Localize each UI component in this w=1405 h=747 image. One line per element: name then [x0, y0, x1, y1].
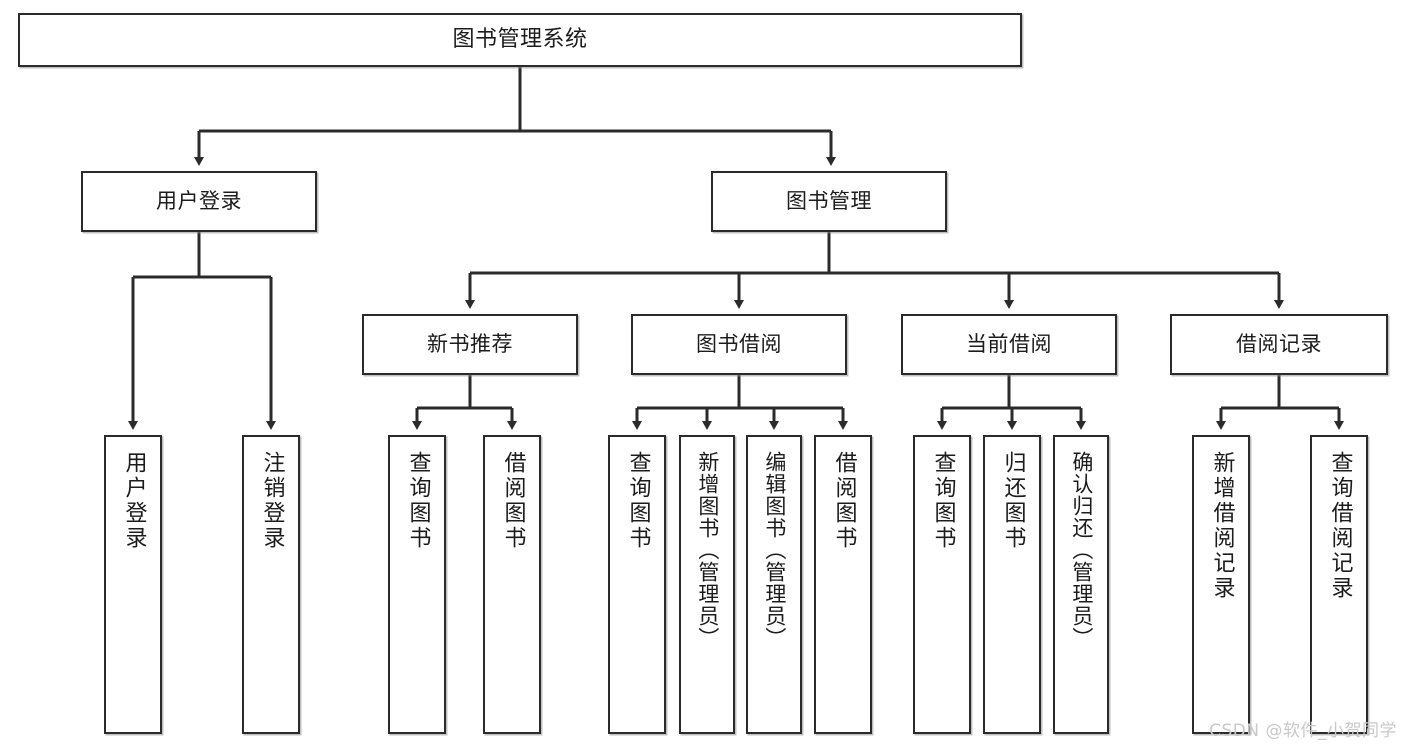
- node-leaf-return-book-label: 归还图书: [1000, 451, 1026, 551]
- node-leaf-user-login[interactable]: 用户登录: [104, 435, 162, 734]
- node-leaf-borrow-book-label: 借阅图书: [831, 451, 857, 551]
- node-new-book-rec[interactable]: 新书推荐: [362, 314, 578, 375]
- node-leaf-confirm-return-admin-label: 确认归还（管理员）: [1069, 451, 1094, 649]
- node-leaf-cur-query-book-label: 查询图书: [930, 451, 956, 551]
- node-leaf-add-borrow-record-label: 新增借阅记录: [1209, 451, 1235, 601]
- node-leaf-rec-query-book[interactable]: 查询图书: [388, 435, 446, 734]
- node-leaf-add-book-admin[interactable]: 新增图书（管理员）: [679, 435, 735, 734]
- node-book-manage[interactable]: 图书管理: [711, 171, 947, 232]
- node-book-borrow[interactable]: 图书借阅: [631, 314, 847, 375]
- node-leaf-query-borrow-record-label: 查询借阅记录: [1327, 451, 1353, 601]
- node-leaf-user-logout[interactable]: 注销登录: [242, 435, 300, 734]
- node-leaf-rec-borrow-book-label: 借阅图书: [500, 451, 526, 551]
- node-leaf-return-book[interactable]: 归还图书: [983, 435, 1041, 734]
- node-book-borrow-label: 图书借阅: [696, 332, 782, 357]
- node-root-label: 图书管理系统: [452, 27, 588, 53]
- node-new-book-rec-label: 新书推荐: [427, 332, 513, 357]
- node-leaf-borrow-book[interactable]: 借阅图书: [814, 435, 872, 734]
- node-leaf-rec-borrow-book[interactable]: 借阅图书: [483, 435, 541, 734]
- node-book-manage-label: 图书管理: [786, 189, 872, 214]
- node-leaf-borrow-query-book-label: 查询图书: [625, 451, 651, 551]
- watermark-text: CSDN @软件_小贺同学: [1209, 721, 1397, 741]
- node-leaf-add-borrow-record[interactable]: 新增借阅记录: [1192, 435, 1250, 734]
- node-leaf-user-login-label: 用户登录: [121, 451, 147, 551]
- node-leaf-query-borrow-record[interactable]: 查询借阅记录: [1310, 435, 1368, 734]
- node-user-login[interactable]: 用户登录: [81, 171, 317, 232]
- node-leaf-cur-query-book[interactable]: 查询图书: [913, 435, 971, 734]
- node-leaf-add-book-admin-label: 新增图书（管理员）: [695, 451, 720, 649]
- node-leaf-edit-book-admin[interactable]: 编辑图书（管理员）: [746, 435, 802, 734]
- node-borrow-record-label: 借阅记录: [1236, 332, 1322, 357]
- node-leaf-edit-book-admin-label: 编辑图书（管理员）: [762, 451, 787, 649]
- node-current-borrow-label: 当前借阅: [966, 332, 1052, 357]
- node-leaf-borrow-query-book[interactable]: 查询图书: [608, 435, 666, 734]
- node-root[interactable]: 图书管理系统: [18, 13, 1022, 67]
- node-leaf-rec-query-book-label: 查询图书: [405, 451, 431, 551]
- node-leaf-user-logout-label: 注销登录: [259, 451, 285, 551]
- node-user-login-label: 用户登录: [156, 189, 242, 214]
- node-leaf-confirm-return-admin[interactable]: 确认归还（管理员）: [1053, 435, 1109, 734]
- node-borrow-record[interactable]: 借阅记录: [1170, 314, 1388, 375]
- node-current-borrow[interactable]: 当前借阅: [901, 314, 1117, 375]
